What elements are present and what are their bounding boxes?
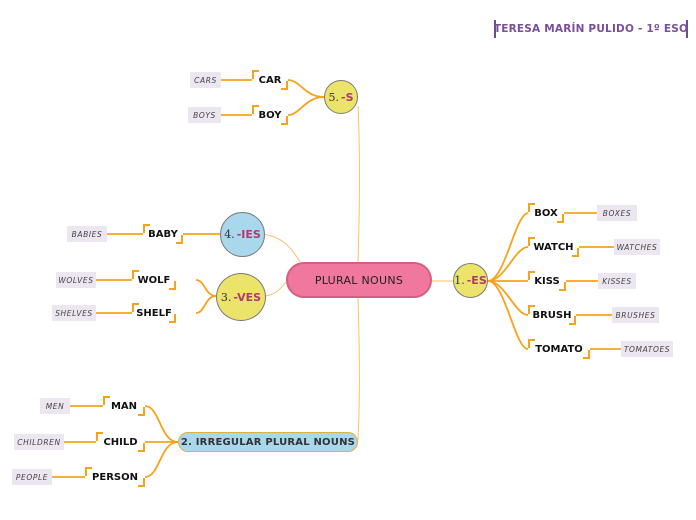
rule-node-ies[interactable]: 4.-IES xyxy=(220,212,265,257)
author-label: TERESA MARÍN PULIDO - 1º ESO xyxy=(494,20,688,38)
plural-kisses[interactable]: KISSES xyxy=(598,273,636,289)
plural-shelves[interactable]: SHELVES xyxy=(52,305,96,321)
word-man[interactable]: MAN xyxy=(103,396,145,416)
plural-men[interactable]: MEN xyxy=(40,398,70,414)
word-person[interactable]: PERSON xyxy=(85,467,145,487)
rule-suffix: -ES xyxy=(466,274,487,287)
word-boy[interactable]: BOY xyxy=(252,105,288,125)
rule-suffix: -IES xyxy=(236,228,261,241)
word-tomato[interactable]: TOMATO xyxy=(528,339,590,359)
rule-number: 1. xyxy=(454,274,465,287)
plural-cars[interactable]: CARS xyxy=(190,72,221,88)
rule-number: 3. xyxy=(220,290,232,304)
word-child[interactable]: CHILD xyxy=(96,432,145,452)
plural-babies[interactable]: BABIES xyxy=(67,226,107,242)
word-shelf[interactable]: SHELF xyxy=(132,303,176,323)
plural-people[interactable]: PEOPLE xyxy=(12,469,52,485)
word-watch[interactable]: WATCH xyxy=(528,237,579,257)
plural-boxes[interactable]: BOXES xyxy=(597,205,637,221)
rule-number: 5. xyxy=(328,90,340,104)
plural-watches[interactable]: WATCHES xyxy=(614,239,660,255)
word-wolf[interactable]: WOLF xyxy=(132,270,176,290)
word-baby[interactable]: BABY xyxy=(143,224,183,244)
word-car[interactable]: CAR xyxy=(252,70,288,90)
central-topic[interactable]: PLURAL NOUNS xyxy=(286,262,432,298)
rule-suffix: -S xyxy=(341,90,354,104)
plural-children[interactable]: CHILDREN xyxy=(14,434,64,450)
plural-boys[interactable]: BOYS xyxy=(188,107,221,123)
rule-suffix: -VES xyxy=(233,290,262,304)
word-box[interactable]: BOX xyxy=(528,203,564,223)
rule-node-es[interactable]: 1.-ES xyxy=(453,263,488,298)
plural-brushes[interactable]: BRUSHES xyxy=(612,307,659,323)
rule-node-s[interactable]: 5.-S xyxy=(324,80,358,114)
plural-wolves[interactable]: WOLVES xyxy=(56,272,96,288)
rule-number: 4. xyxy=(224,228,235,241)
plural-tomatoes[interactable]: TOMATOES xyxy=(621,341,673,357)
word-brush[interactable]: BRUSH xyxy=(528,305,576,325)
rule-node-ves[interactable]: 3.-VES xyxy=(216,273,266,321)
rule-node-irregular[interactable]: 2. IRREGULAR PLURAL NOUNS xyxy=(178,432,358,452)
word-kiss[interactable]: KISS xyxy=(528,271,566,291)
